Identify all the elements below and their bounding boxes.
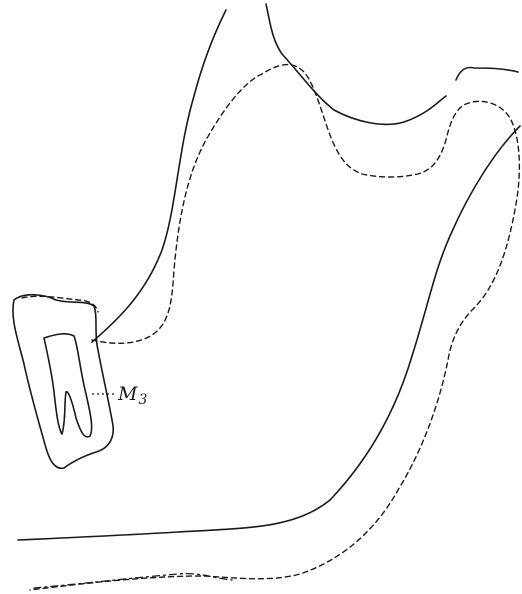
posterior-border-line — [18, 126, 520, 540]
tooth-label: M3 — [117, 383, 147, 408]
lower-baseline — [34, 574, 232, 588]
outer-jaw-outline — [92, 4, 518, 342]
pulp-cavity-outline — [44, 334, 92, 437]
inner-dashed-outline — [30, 65, 519, 590]
tooth-label-subscript: 3 — [138, 392, 147, 408]
tooth-label-main: M — [117, 383, 138, 405]
molar-tooth-outline — [13, 295, 113, 469]
tooth-crown-edge — [22, 296, 98, 312]
